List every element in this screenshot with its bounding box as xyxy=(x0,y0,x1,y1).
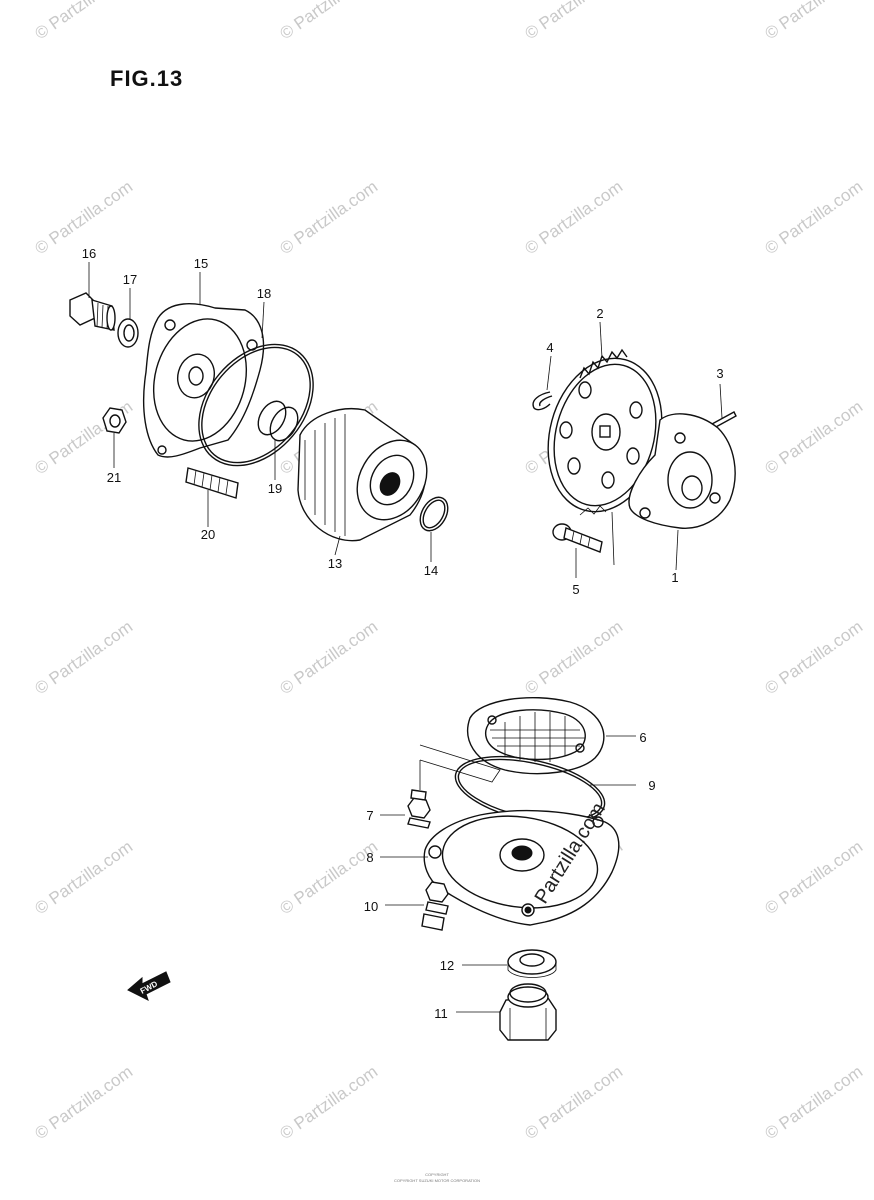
watermark: © Partzilla.com xyxy=(31,837,136,918)
callout-16: 16 xyxy=(82,246,96,261)
callout-3: 3 xyxy=(716,366,723,381)
watermark: © Partzilla.com xyxy=(521,177,626,258)
watermark: © Partzilla.com xyxy=(276,617,381,698)
part-19-o-ring[interactable] xyxy=(253,396,304,445)
fwd-arrow-icon: FWD xyxy=(127,971,171,1001)
callout-6: 6 xyxy=(639,730,646,745)
watermark: © Partzilla.com xyxy=(761,1062,866,1143)
footer-line-2: COPYRIGHT SUZUKI MOTOR CORPORATION xyxy=(394,1178,480,1183)
part-13-oil-filter[interactable] xyxy=(297,408,441,542)
watermark: © Partzilla.com xyxy=(31,0,136,43)
callout-14: 14 xyxy=(424,563,438,578)
watermark: © Partzilla.com xyxy=(761,837,866,918)
callout-1: 1 xyxy=(671,570,678,585)
part-4-circlip[interactable] xyxy=(532,391,553,411)
watermark: © Partzilla.com xyxy=(761,177,866,258)
part-12-gasket[interactable] xyxy=(507,949,557,978)
watermark: © Partzilla.com xyxy=(276,0,381,43)
watermark: © Partzilla.com xyxy=(761,617,866,698)
leader-lines-upper-left xyxy=(88,262,432,562)
leader-lines-lower xyxy=(380,735,636,1013)
part-18-o-ring[interactable] xyxy=(176,322,337,488)
part-5-screw[interactable] xyxy=(552,523,603,553)
watermark: © Partzilla.com xyxy=(31,1062,136,1143)
part-2-pump-gear[interactable] xyxy=(532,345,679,524)
callout-15: 15 xyxy=(194,256,208,271)
callout-12: 12 xyxy=(440,958,454,973)
callout-20: 20 xyxy=(201,527,215,542)
callout-13: 13 xyxy=(328,556,342,571)
callout-19: 19 xyxy=(268,481,282,496)
watermark: © Partzilla.com xyxy=(761,0,866,43)
callout-8: 8 xyxy=(366,850,373,865)
watermark: © Partzilla.com xyxy=(31,617,136,698)
alignment-lines xyxy=(419,744,501,790)
part-1-pump-body[interactable] xyxy=(628,413,736,529)
part-11-drain-plug[interactable] xyxy=(499,983,557,1041)
part-20-stud[interactable] xyxy=(185,467,239,499)
part-16-bolt[interactable] xyxy=(69,292,116,331)
part-14-o-ring[interactable] xyxy=(415,492,454,535)
watermark: © Partzilla.com xyxy=(521,1062,626,1143)
callout-17: 17 xyxy=(123,272,137,287)
callout-11: 11 xyxy=(434,1006,448,1021)
callout-5: 5 xyxy=(572,582,579,597)
watermark: © Partzilla.com xyxy=(521,0,626,43)
footer-line-1: COPYRIGHT xyxy=(425,1172,449,1177)
watermark: © Partzilla.com xyxy=(521,617,626,698)
watermark: © Partzilla.com xyxy=(761,397,866,478)
part-6-strainer-gasket[interactable] xyxy=(467,696,605,775)
part-15-filter-cap[interactable] xyxy=(140,303,265,458)
part-7-bolt[interactable] xyxy=(407,789,431,829)
watermark: © Partzilla.com xyxy=(276,1062,381,1143)
callout-7: 7 xyxy=(366,808,373,823)
figure-title: FIG.13 xyxy=(110,66,183,91)
callout-21: 21 xyxy=(107,470,121,485)
callout-9: 9 xyxy=(648,778,655,793)
part-21-nut[interactable] xyxy=(102,407,127,434)
part-17-washer[interactable] xyxy=(117,318,139,348)
part-8-oil-pan-cover[interactable] xyxy=(423,807,620,926)
leader-lines-upper-right xyxy=(546,321,723,578)
callout-4: 4 xyxy=(546,340,553,355)
callout-10: 10 xyxy=(364,899,378,914)
callout-2: 2 xyxy=(596,306,603,321)
watermark: © Partzilla.com xyxy=(276,177,381,258)
callout-18: 18 xyxy=(257,286,271,301)
part-10-bolt[interactable] xyxy=(421,881,449,931)
